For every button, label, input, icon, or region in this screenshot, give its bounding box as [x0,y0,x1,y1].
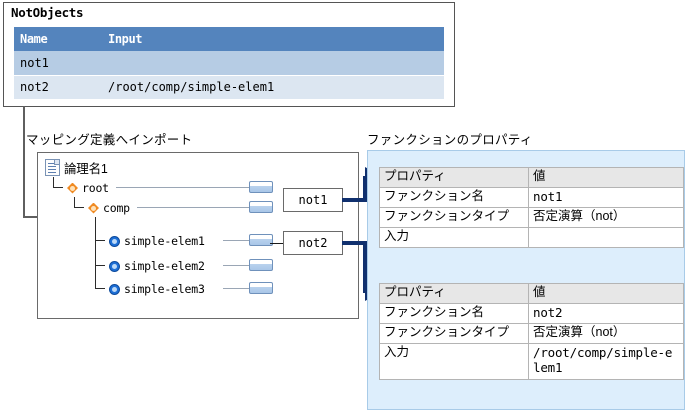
cell-value: 否定演算（not） [528,323,684,344]
table-header-row: プロパティ 値 [379,283,684,304]
table-row[interactable]: 入力 [379,227,684,248]
table-header-row: Name Input [14,27,444,51]
column-header-value: 値 [528,167,684,188]
cell-property: 入力 [379,343,529,380]
function-box-not2[interactable]: not2 [283,231,343,255]
field-box[interactable] [249,259,273,271]
properties-section-caption: ファンクションのプロパティ [367,133,533,147]
table-row[interactable]: ファンクション名 not1 [379,187,684,208]
cell-value: not2 [528,303,684,324]
orange-diamond-icon [88,202,99,214]
not1-connector-horizontal [342,198,367,202]
cell-property: ファンクションタイプ [379,323,529,344]
cell-property: ファンクションタイプ [379,207,529,228]
table-header-row: プロパティ 値 [379,167,684,188]
function-box-not1[interactable]: not1 [283,188,343,212]
not2-connector-horizontal [342,241,367,245]
cell-value [528,227,684,248]
tree-item-root-document[interactable]: 論理名1 [45,158,108,176]
tree-item-label: root [82,181,109,195]
tree-item-root[interactable]: root [67,180,109,196]
not1-connector-vertical [363,176,367,202]
tree-item-label: simple-elem1 [124,234,205,248]
cell-input [102,51,444,76]
cell-value: /root/comp/simple-elem1 [528,343,684,380]
import-connector-line [23,106,25,218]
column-header-name: Name [14,27,102,51]
tree-item-simple-elem3[interactable]: simple-elem3 [109,281,205,297]
cell-name: not2 [14,75,102,99]
column-header-value: 値 [528,283,684,304]
tree-item-simple-elem2[interactable]: simple-elem2 [109,258,205,274]
column-header-property: プロパティ [379,283,529,304]
tree-link-line [223,288,250,289]
tree-link-line [116,187,250,188]
mapping-tree-panel: 論理名1 root comp simple-elem1 simple-elem2 [37,152,359,319]
elem-to-not2-connector [270,243,284,244]
cell-property: ファンクション名 [379,187,529,208]
tree-item-label: comp [103,201,130,215]
function-properties-table-not2: プロパティ 値 ファンクション名 not2 ファンクションタイプ 否定演算（no… [379,283,684,380]
field-box[interactable] [249,282,273,294]
table-row[interactable]: not1 [14,51,444,76]
not2-connector-vertical [363,241,367,293]
cell-value: 否定演算（not） [528,207,684,228]
not-objects-table: Name Input not1 not2 /root/comp/simple-e… [14,27,444,99]
field-box[interactable] [249,234,273,246]
column-header-input: Input [102,27,444,51]
tree-item-simple-elem1[interactable]: simple-elem1 [109,233,205,249]
table-row[interactable]: ファンクション名 not2 [379,303,684,324]
cell-property: 入力 [379,227,529,248]
not-objects-title: NotObjects [11,5,84,20]
cell-input: /root/comp/simple-elem1 [102,75,444,99]
blue-circle-icon [109,283,120,295]
tree-section-caption: マッピング定義へインポート [26,133,193,147]
cell-value: not1 [528,187,684,208]
cell-property: ファンクション名 [379,303,529,324]
field-box[interactable] [249,201,273,213]
blue-circle-icon [109,260,120,272]
tree-item-comp[interactable]: comp [88,200,130,216]
table-row[interactable]: 入力 /root/comp/simple-elem1 [379,343,684,380]
table-row[interactable]: ファンクションタイプ 否定演算（not） [379,207,684,228]
function-properties-table-not1: プロパティ 値 ファンクション名 not1 ファンクションタイプ 否定演算（no… [379,167,684,248]
cell-name: not1 [14,51,102,76]
tree-link-line [223,240,250,241]
document-icon [45,158,60,176]
tree-link-line [223,265,250,266]
import-connector-line [23,216,45,218]
tree-item-label: simple-elem3 [124,282,205,296]
tree-link-line [137,207,250,208]
function-box-label: not1 [298,193,328,207]
column-header-property: プロパティ [379,167,529,188]
tree-item-label: simple-elem2 [124,259,205,273]
orange-diamond-icon [67,182,78,194]
blue-circle-icon [109,235,120,247]
tree-item-label: 論理名1 [64,161,108,176]
field-box[interactable] [249,181,273,193]
table-row[interactable]: ファンクションタイプ 否定演算（not） [379,323,684,344]
function-box-label: not2 [298,236,328,250]
table-row[interactable]: not2 /root/comp/simple-elem1 [14,75,444,99]
